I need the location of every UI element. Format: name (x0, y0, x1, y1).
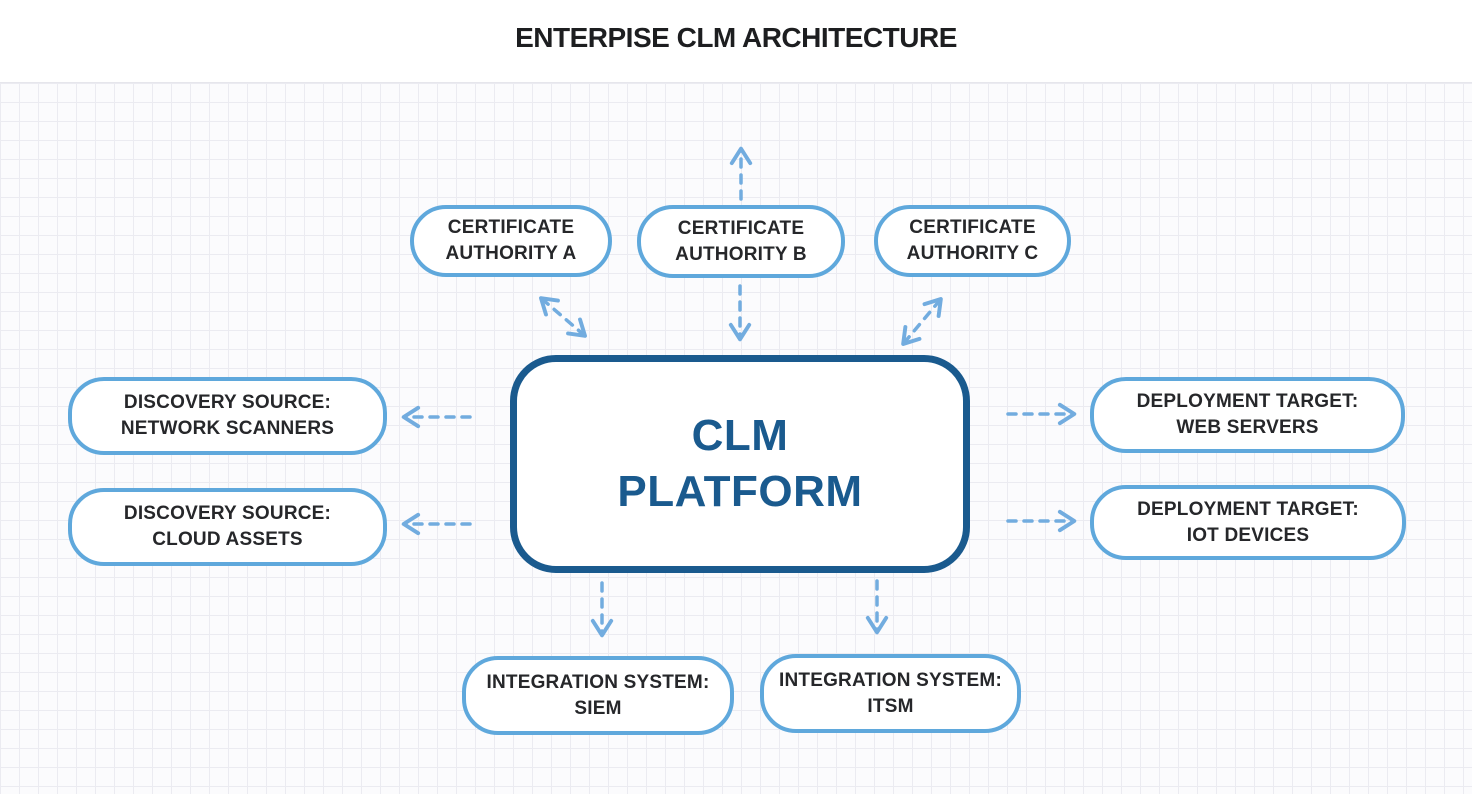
node-clm-platform: CLM PLATFORM (510, 355, 970, 573)
node-label-line: AUTHORITY C (906, 243, 1039, 264)
node-integration-system-itsm: INTEGRATION SYSTEM: ITSM (760, 654, 1021, 733)
diagram-title: ENTERPISE CLM ARCHITECTURE (515, 22, 957, 53)
node-label-line: ITSM (867, 695, 914, 717)
node-label-line: SIEM (574, 697, 622, 719)
node-label-line: CERTIFICATE (447, 217, 575, 238)
node-certificate-authority-b: CERTIFICATE AUTHORITY B (637, 205, 845, 278)
node-label-line: WEB SERVERS (1176, 417, 1319, 438)
platform-label-line: CLM (691, 411, 789, 460)
node-discovery-source-network-scanners: DISCOVERY SOURCE: NETWORK SCANNERS (68, 377, 387, 455)
node-label-line: CERTIFICATE (909, 217, 1036, 238)
node-label-line: IOT DEVICES (1186, 524, 1310, 546)
platform-label-line: PLATFORM (617, 467, 863, 516)
node-label-line: INTEGRATION SYSTEM: (486, 671, 710, 693)
node-label-line: DEPLOYMENT TARGET: (1136, 391, 1359, 412)
node-label-line: AUTHORITY A (445, 243, 577, 264)
node-label-line: DISCOVERY SOURCE: (123, 392, 332, 413)
node-deployment-target-web-servers: DEPLOYMENT TARGET: WEB SERVERS (1090, 377, 1405, 453)
arrow-ca-a-platform-bidirectional (539, 296, 587, 338)
node-label-line: DISCOVERY SOURCE: (123, 503, 332, 524)
node-label-line: DEPLOYMENT TARGET: (1137, 498, 1359, 520)
node-label-line: AUTHORITY B (675, 243, 807, 265)
title-bar: ENTERPISE CLM ARCHITECTURE (0, 0, 1472, 82)
node-label-line: NETWORK SCANNERS (120, 418, 335, 439)
node-certificate-authority-a: CERTIFICATE AUTHORITY A (410, 205, 612, 277)
arrow-ca-c-platform-bidirectional (901, 297, 943, 346)
node-certificate-authority-c: CERTIFICATE AUTHORITY C (874, 205, 1071, 277)
node-discovery-source-cloud-assets: DISCOVERY SOURCE: CLOUD ASSETS (68, 488, 387, 566)
node-label-line: CERTIFICATE (677, 217, 805, 239)
node-integration-system-siem: INTEGRATION SYSTEM: SIEM (462, 656, 734, 735)
node-deployment-target-iot-devices: DEPLOYMENT TARGET: IOT DEVICES (1090, 485, 1406, 560)
node-label-line: INTEGRATION SYSTEM: (778, 669, 1002, 691)
node-label-line: CLOUD ASSETS (152, 529, 303, 550)
